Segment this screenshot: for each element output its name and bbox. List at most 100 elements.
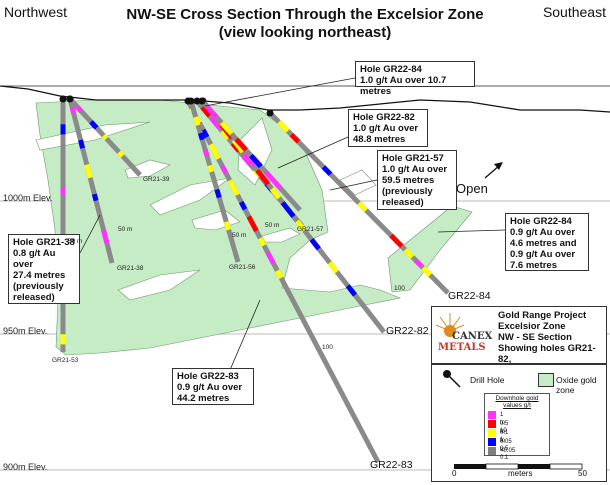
logo-line1: CANEX xyxy=(452,331,492,342)
drill-hole-gr21-56 xyxy=(188,100,241,263)
assay-interval xyxy=(78,139,86,149)
assay-interval xyxy=(227,179,240,197)
grade-label: 0.1 to 0.5 xyxy=(500,430,509,452)
assay-interval xyxy=(230,141,241,153)
assay-interval xyxy=(357,201,368,212)
depth-mark-50m-4: 50 m xyxy=(232,232,247,239)
leader-gr22-83 xyxy=(229,299,261,371)
depth-mark-50m-2: 50 m xyxy=(118,226,133,233)
assay-interval xyxy=(242,152,256,168)
callout-leaders xyxy=(79,77,506,371)
callout-gr22-84-right: Hole GR22-84 0.9 g/t Au over 4.6 metres … xyxy=(505,213,589,271)
assay-interval xyxy=(280,201,296,219)
oxide-zone-east xyxy=(387,205,473,293)
callout-gr21-57: Hole GR21-57 1.0 g/t Au over 59.5 metres… xyxy=(377,150,457,210)
scale-start: 0 xyxy=(452,469,457,478)
hole-label-gr21-57: GR21-57 xyxy=(297,226,324,233)
hole-label-gr21-53: GR21-53 xyxy=(52,357,79,364)
assay-interval xyxy=(263,170,283,190)
assay-interval xyxy=(198,132,205,141)
collar-marker xyxy=(66,95,74,103)
open-label: Open xyxy=(456,181,488,196)
scale-unit: meters xyxy=(508,469,533,478)
collar-marker xyxy=(266,109,274,117)
assay-interval xyxy=(223,221,231,231)
assay-interval xyxy=(277,120,290,133)
depth-mark-50m-1: 50 m xyxy=(68,238,83,245)
leader-gr22-84-top xyxy=(204,77,356,107)
logo-line2: METALS xyxy=(438,342,486,353)
assay-interval xyxy=(117,150,125,158)
hole-label-gr21-38: GR21-38 xyxy=(117,265,144,272)
assay-interval xyxy=(231,138,245,154)
hole-label-gr22-84: GR22-84 xyxy=(448,290,491,302)
assay-interval xyxy=(101,229,110,244)
hole-label-gr21-56: GR21-56 xyxy=(229,264,256,271)
elevation-1000-label: 1000m Elev. xyxy=(3,193,53,203)
oxide-gap-8 xyxy=(339,169,377,196)
assay-interval xyxy=(327,261,339,274)
assay-interval xyxy=(208,143,221,160)
assay-interval xyxy=(238,200,248,211)
elevation-950-label: 950m Elev. xyxy=(3,326,48,336)
grade-swatch xyxy=(488,420,496,428)
assay-interval xyxy=(234,137,248,152)
assay-interval xyxy=(200,128,210,139)
scale-bar xyxy=(454,463,583,470)
assay-interval xyxy=(205,104,219,120)
assay-interval xyxy=(91,193,99,202)
topography-line xyxy=(0,85,610,113)
canex-logo: CANEX METALS xyxy=(435,313,492,353)
assay-interval xyxy=(75,104,84,113)
callout-gr22-83: Hole GR22-83 0.9 g/t Au over 44.2 metres xyxy=(172,368,254,405)
grade-label: <0.05 xyxy=(500,448,516,454)
grade-label: 0.05 to 0.1 xyxy=(500,439,512,461)
assay-interval xyxy=(275,269,284,280)
collar-marker xyxy=(59,95,67,103)
grade-label: 1 to 10 xyxy=(500,412,507,434)
assay-interval xyxy=(421,266,432,277)
hole-label-gr22-83: GR22-83 xyxy=(370,459,413,471)
project-info-box: CANEX METALS Gold Range Project Excelsio… xyxy=(431,306,607,376)
assay-interval xyxy=(220,129,231,141)
hole-label-gr21-39: GR21-39 xyxy=(143,176,170,183)
assay-interval xyxy=(295,219,307,232)
collar-marker xyxy=(198,97,206,105)
assay-interval xyxy=(89,120,99,130)
elevation-900-label: 900m Elev. xyxy=(3,462,48,472)
assay-interval xyxy=(403,248,415,259)
assay-interval xyxy=(257,237,267,247)
assay-interval xyxy=(289,132,301,144)
assay-interval xyxy=(249,153,263,169)
hole-label-gr22-82: GR22-82 xyxy=(386,325,429,337)
assay-interval xyxy=(207,164,215,173)
leader-gr22-82 xyxy=(277,136,349,169)
drill-hole-gr22-83 xyxy=(185,99,381,464)
grade-swatch xyxy=(488,438,496,446)
northwest-label: Northwest xyxy=(4,4,68,20)
assay-interval xyxy=(345,284,358,297)
oxide-legend-label: Oxide gold zone xyxy=(556,375,597,395)
callout-gr22-84-top: Hole GR22-84 1.0 g/t Au over 10.7 metres xyxy=(355,61,475,97)
assay-interval xyxy=(389,233,404,248)
assay-interval xyxy=(200,105,212,118)
assay-interval xyxy=(69,106,77,115)
collar-marker xyxy=(193,97,201,105)
assay-interval xyxy=(321,165,333,176)
leader-gr21-57 xyxy=(329,179,378,191)
grade-label: 0.5 to 1 xyxy=(500,421,509,443)
assay-interval xyxy=(309,238,321,251)
assay-interval xyxy=(219,121,234,136)
drill-hole-legend-icon xyxy=(443,370,461,388)
assay-interval xyxy=(219,164,229,175)
assay-interval xyxy=(193,116,201,126)
southeast-label: Southeast xyxy=(542,4,606,20)
open-arrow xyxy=(484,162,503,179)
grade-legend-title: Downhole gold values g/t xyxy=(495,395,539,409)
leader-gr21-38 xyxy=(79,214,101,254)
grade-swatch xyxy=(488,411,496,419)
drill-holes xyxy=(59,95,450,464)
